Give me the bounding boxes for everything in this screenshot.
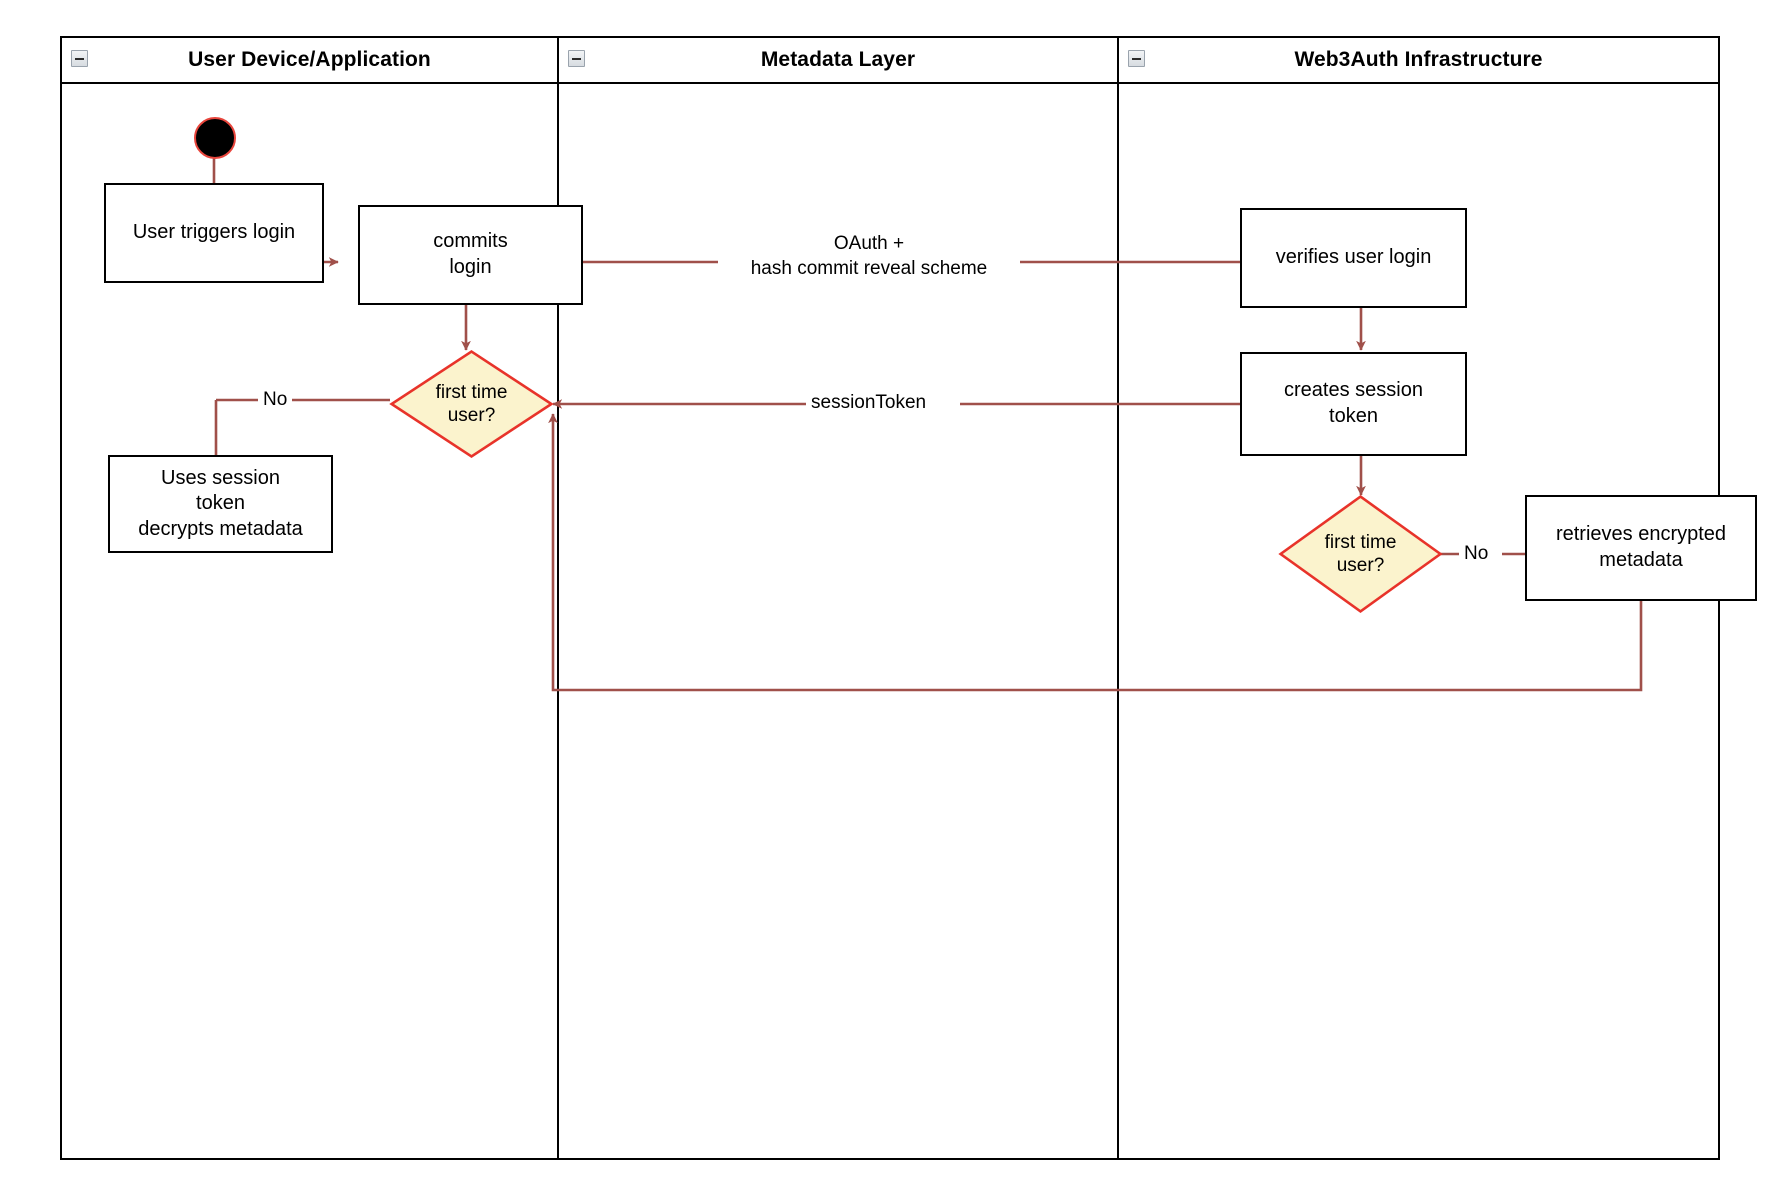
- lane-header-web3auth: Web3Auth Infrastructure: [1119, 38, 1718, 84]
- decision-label-line2: user?: [447, 405, 496, 426]
- lane-title-web3auth: Web3Auth Infrastructure: [1294, 48, 1543, 71]
- node-label-line2: metadata: [1599, 549, 1683, 571]
- node-label-line1: creates session: [1284, 379, 1423, 402]
- node-label-line2: login: [449, 256, 492, 278]
- edge-label-no-right: No: [1459, 542, 1494, 567]
- lane-header-user-device: User Device/Application: [62, 38, 557, 84]
- node-label-line1: commits: [433, 230, 508, 253]
- collapse-minus-icon[interactable]: [71, 50, 88, 67]
- edge-label-line2: hash commit reveal scheme: [750, 257, 988, 279]
- collapse-minus-icon[interactable]: [1128, 50, 1145, 67]
- decision-shape: [389, 350, 554, 458]
- edge-label-session-token: sessionToken: [806, 391, 932, 416]
- decision-shape: [1278, 494, 1443, 614]
- node-uses-session-token[interactable]: Uses session token decrypts metadata: [108, 455, 333, 553]
- node-creates-session-token[interactable]: creates session token: [1240, 352, 1467, 456]
- collapse-minus-icon[interactable]: [568, 50, 585, 67]
- node-label: verifies user login: [1275, 246, 1432, 269]
- decision-label-line1: first time: [1324, 531, 1397, 553]
- decision-label-line2: user?: [1336, 555, 1385, 576]
- edge-label-text: No: [1464, 543, 1489, 564]
- lane-user-device[interactable]: User Device/Application: [62, 38, 557, 1158]
- lane-metadata-layer[interactable]: Metadata Layer: [557, 38, 1117, 1158]
- node-retrieves-encrypted-metadata[interactable]: retrieves encrypted metadata: [1525, 495, 1757, 601]
- node-label: User triggers login: [132, 221, 296, 244]
- lane-title-metadata-layer: Metadata Layer: [760, 48, 916, 71]
- decision-label-line1: first time: [435, 381, 508, 403]
- edge-label-text: sessionToken: [811, 392, 927, 413]
- decision-first-time-user-left[interactable]: first time user?: [389, 350, 554, 458]
- decision-first-time-user-right[interactable]: first time user?: [1278, 494, 1443, 614]
- edge-label-line1: OAuth +: [833, 233, 905, 254]
- lane-title-user-device: User Device/Application: [188, 48, 431, 71]
- lane-header-metadata-layer: Metadata Layer: [559, 38, 1117, 84]
- node-label-line2: token: [196, 492, 245, 515]
- node-user-triggers-login[interactable]: User triggers login: [104, 183, 324, 283]
- node-label-line2: token: [1329, 405, 1378, 427]
- edge-label-text: No: [263, 389, 288, 410]
- start-node[interactable]: [194, 117, 236, 159]
- node-commits-login[interactable]: commits login: [358, 205, 583, 305]
- edge-label-oauth-hash-commit: OAuth + hash commit reveal scheme: [718, 232, 1020, 282]
- node-label-line1: retrieves encrypted: [1555, 523, 1727, 546]
- node-label-line1: Uses session: [161, 466, 280, 489]
- node-verifies-user-login[interactable]: verifies user login: [1240, 208, 1467, 308]
- edge-label-no-left: No: [258, 388, 293, 413]
- node-label-line3: decrypts metadata: [138, 517, 303, 540]
